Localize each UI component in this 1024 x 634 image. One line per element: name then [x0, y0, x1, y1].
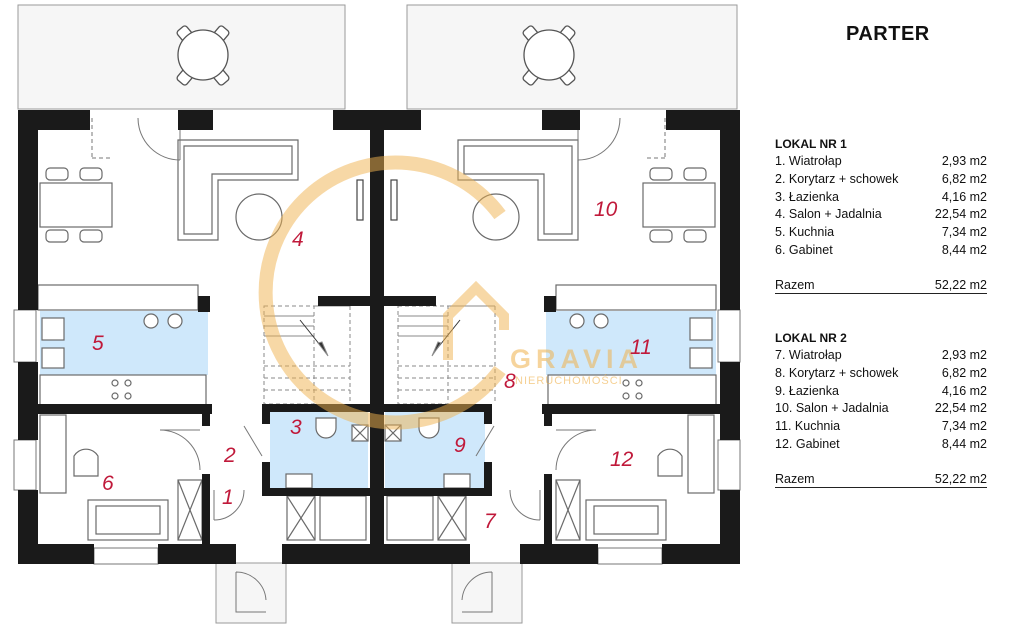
- total-area: 52,22 m2: [934, 277, 987, 292]
- entrance-porches: [215, 562, 523, 624]
- door-swings: [91, 117, 666, 613]
- room-label: 7. Wiatrołap: [775, 348, 842, 362]
- room-row: 6. Gabinet 8,44 m2: [775, 242, 987, 260]
- room-number: 10: [594, 198, 618, 221]
- total-area: 52,22 m2: [934, 471, 987, 486]
- terraces: [17, 4, 738, 110]
- page-title: PARTER: [846, 23, 930, 45]
- room-numbers: 1 2 3 4 5 6 7 8 9 10 11 12: [92, 198, 652, 533]
- room-label: 8. Korytarz + schowek: [775, 365, 899, 380]
- room-label: 1. Wiatrołap: [775, 154, 842, 168]
- kitchen-left-area: [40, 311, 208, 375]
- room-area: 4,16 m2: [941, 383, 987, 398]
- unit-name: LOKAL NR 1: [775, 137, 847, 151]
- dining-table-right-icon: [642, 182, 716, 228]
- room-row: 11. Kuchnia 7,34 m2: [775, 418, 987, 436]
- room-row: 3. Łazienka 4,16 m2: [775, 189, 987, 207]
- room-area: 22,54 m2: [934, 401, 987, 416]
- room-number: 6: [102, 472, 114, 495]
- room-area: 22,54 m2: [934, 207, 987, 222]
- room-row: 2. Korytarz + schowek 6,82 m2: [775, 171, 987, 189]
- room-row: 7. Wiatrołap 2,93 m2: [775, 347, 987, 365]
- dining-table-left-icon: [39, 182, 113, 228]
- room-label: 3. Łazienka: [775, 189, 839, 204]
- room-area: 2,93 m2: [941, 348, 987, 362]
- room-area: 7,34 m2: [941, 419, 987, 434]
- room-number: 3: [290, 416, 302, 439]
- room-area: 2,93 m2: [941, 154, 987, 168]
- unit-name: LOKAL NR 2: [775, 331, 847, 345]
- windows: [13, 309, 741, 565]
- unit-2-table: LOKAL NR 2 7. Wiatrołap 2,93 m2 8. Koryta…: [775, 330, 987, 488]
- room-row: 5. Kuchnia 7,34 m2: [775, 224, 987, 242]
- room-label: 2. Korytarz + schowek: [775, 171, 899, 186]
- room-label: 6. Gabinet: [775, 242, 833, 257]
- kitchen-counter-right-icon: [555, 284, 717, 311]
- floor-plan: GRAVIA NIERUCHOMOŚCI 1 2 3 4 5 6 7 8 9 1…: [13, 4, 741, 624]
- terrace-table-right-icon: [522, 25, 576, 86]
- room-row: 9. Łazienka 4,16 m2: [775, 383, 987, 401]
- room-number: 11: [630, 336, 652, 359]
- room-label: 9. Łazienka: [775, 383, 839, 398]
- room-label: 10. Salon + Jadalnia: [775, 401, 889, 416]
- room-row: 1. Wiatrołap 2,93 m2: [775, 153, 987, 171]
- terrace-table-left-icon: [176, 25, 230, 86]
- room-number: 7: [484, 510, 497, 533]
- room-number: 4: [292, 228, 304, 251]
- room-number: 8: [504, 370, 516, 393]
- room-row: 4. Salon + Jadalnia 22,54 m2: [775, 206, 987, 224]
- office-sofa-left-icon: [87, 499, 169, 541]
- room-number: 9: [454, 434, 466, 457]
- room-number: 12: [610, 448, 634, 471]
- room-number: 1: [222, 486, 234, 509]
- room-label: 11. Kuchnia: [775, 419, 841, 434]
- room-number: 2: [223, 444, 236, 467]
- office-sofa-right-icon: [585, 499, 667, 541]
- unit-1-table: LOKAL NR 1 1. Wiatrołap 2,93 m2 2. Koryta…: [775, 136, 987, 294]
- total-label: Razem: [775, 277, 815, 292]
- room-area: 7,34 m2: [941, 225, 987, 240]
- room-row: 10. Salon + Jadalnia 22,54 m2: [775, 400, 987, 418]
- room-label: 12. Gabinet: [775, 436, 840, 451]
- kitchen-counter-left-icon: [37, 284, 199, 311]
- room-label: 5. Kuchnia: [775, 225, 835, 240]
- room-area: 8,44 m2: [941, 436, 987, 451]
- total-row: Razem 52,22 m2: [775, 277, 987, 294]
- watermark-brand: GRAVIA: [510, 344, 643, 374]
- room-area: 8,44 m2: [941, 242, 987, 257]
- room-number: 5: [92, 332, 104, 355]
- room-area: 6,82 m2: [941, 365, 987, 380]
- room-label: 4. Salon + Jadalnia: [775, 207, 882, 222]
- sliding-doors: [356, 179, 398, 221]
- watermark-subtitle: NIERUCHOMOŚCI: [515, 374, 623, 387]
- total-label: Razem: [775, 471, 815, 486]
- room-area: 4,16 m2: [941, 189, 987, 204]
- room-row: 12. Gabinet 8,44 m2: [775, 436, 987, 454]
- room-area: 6,82 m2: [941, 171, 987, 186]
- sofa-left-icon: [177, 139, 299, 241]
- walls: [18, 110, 740, 564]
- room-row: 8. Korytarz + schowek 6,82 m2: [775, 365, 987, 383]
- total-row: Razem 52,22 m2: [775, 471, 987, 488]
- gravia-watermark: GRAVIA NIERUCHOMOŚCI: [258, 155, 643, 430]
